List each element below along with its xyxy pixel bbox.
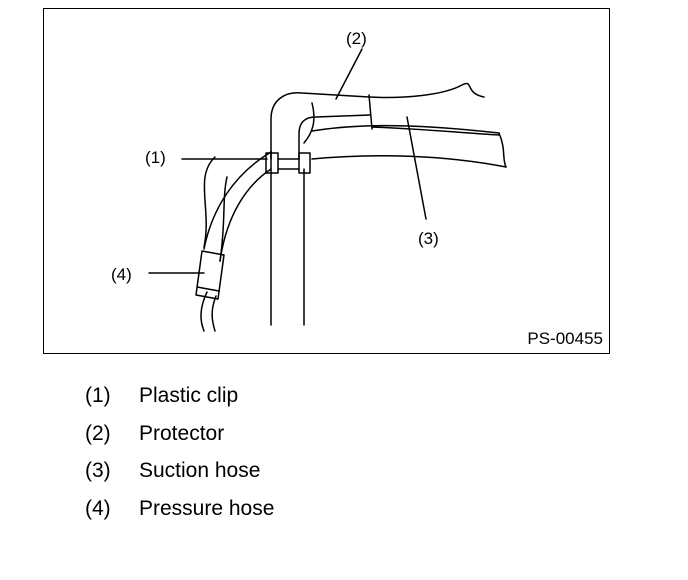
legend-number: (1) <box>85 384 111 407</box>
legend-label: Suction hose <box>139 459 261 482</box>
callout-4: (4) <box>111 265 132 284</box>
legend-number: (4) <box>85 496 111 520</box>
hose-sleeve <box>196 286 220 292</box>
protector <box>270 92 370 160</box>
suction-hose <box>368 82 485 99</box>
callout-1: (1) <box>145 148 166 167</box>
hose-sleeve <box>195 250 225 300</box>
legend-item: (4) Pressure hose <box>85 497 274 535</box>
legend-number: (2) <box>85 421 111 445</box>
legend-item: (2) Protector <box>85 422 274 460</box>
legend-item: (3) Suction hose <box>85 459 274 497</box>
pressure-hose <box>203 151 272 250</box>
figure-id: PS-00455 <box>527 329 603 348</box>
callout-3: (3) <box>418 229 439 248</box>
legend-label: Pressure hose <box>139 496 275 520</box>
pressure-hose <box>219 168 272 262</box>
hose-drawing <box>148 48 507 332</box>
pressure-hose <box>203 156 216 248</box>
pressure-hose <box>211 295 217 332</box>
legend-number: (3) <box>85 459 111 482</box>
suction-hose <box>371 126 500 136</box>
suction-hose <box>368 94 373 130</box>
long-hose <box>498 132 507 168</box>
legend-label: Protector <box>139 421 225 445</box>
hose-routing-figure: (1) (2) (3) (4) PS-00455 <box>43 8 610 354</box>
long-hose <box>311 154 507 168</box>
leader-line-3 <box>406 116 427 220</box>
legend: (1) Plastic clip (2) Protector (3) Sucti… <box>85 384 274 534</box>
callout-2: (2) <box>346 29 367 48</box>
legend-item: (1) Plastic clip <box>85 384 274 422</box>
leader-line-2 <box>335 48 363 100</box>
pressure-hose <box>200 291 208 332</box>
protector <box>303 102 315 144</box>
plastic-clip <box>265 152 279 174</box>
legend-label: Plastic clip <box>139 384 239 407</box>
plastic-clip <box>298 152 311 174</box>
pressure-hose <box>219 176 228 262</box>
protector <box>298 114 371 160</box>
